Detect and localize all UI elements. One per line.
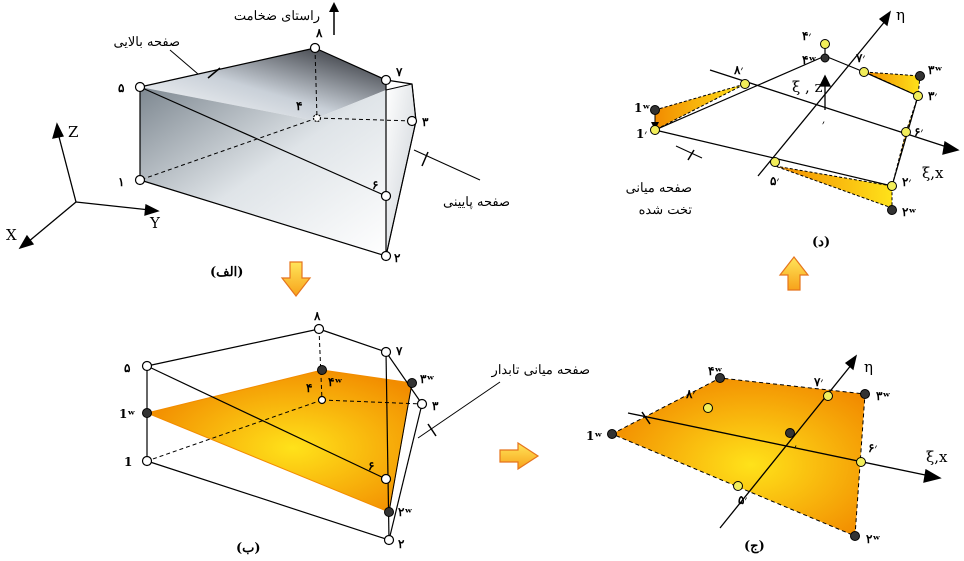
- axis-xi-z-label: ξ , z: [792, 78, 823, 96]
- node-label-4: ۴: [306, 381, 312, 395]
- node-label-7: ۷: [395, 344, 403, 358]
- caption-a: (الف): [210, 265, 243, 280]
- flat-mid-surface-label-2: تخت شده: [639, 203, 693, 218]
- node-label-center: ׳: [794, 441, 797, 455]
- node-label-7: ۷: [395, 65, 403, 79]
- node-label-8: ۸: [313, 309, 321, 323]
- node-label-center: ׳: [822, 117, 825, 131]
- node-label-2: ۲: [394, 251, 401, 265]
- caption-c: (ج): [744, 539, 765, 554]
- top-face-label: صفحه بالایی: [113, 35, 180, 50]
- wedge-2: [774, 165, 893, 209]
- node-label-6: ۶: [372, 178, 378, 192]
- node-label-2w: ۲ʷ: [902, 205, 916, 219]
- node-label-1w: 1ʷ: [586, 429, 602, 443]
- axis-x-label: X: [6, 226, 17, 244]
- panel-c: 1ʷ ۴ʷ ۸׳ ۷׳ ۳ʷ ۶׳ ۵׳ ۲ʷ ׳ ξ,x η (ج): [586, 354, 948, 554]
- warped-mid-surface-label: صفحه میانی تابدار: [491, 363, 590, 378]
- axis-eta-label: η: [896, 6, 905, 24]
- node-label-3w: ۳ʷ: [876, 389, 890, 403]
- transition-arrow-right: [499, 441, 540, 471]
- node-label-8: ۸: [315, 26, 323, 40]
- axis-eta-label: η: [864, 358, 873, 376]
- bottom-face-label: صفحه پایینی: [443, 195, 510, 210]
- node-label-7p: ۷׳: [855, 51, 865, 65]
- warped-mid-surface: [145, 369, 413, 513]
- side-face: [385, 83, 417, 257]
- node-label-1w: 1ʷ: [634, 101, 650, 115]
- node-label-5p: ۵׳: [738, 493, 747, 507]
- transition-arrow-down: [280, 261, 312, 297]
- thickness-arrow-icon: [329, 2, 339, 12]
- flat-mid-surface-label-1: صفحه میانی: [626, 181, 692, 196]
- node-label-1w: 1ʷ: [119, 407, 135, 421]
- node-label-6p: ۶׳: [914, 125, 923, 139]
- node-label-4: ۴: [296, 99, 302, 113]
- front-face: [140, 87, 386, 256]
- node-label-3: ۳: [422, 115, 429, 129]
- node-label-8p: ۸׳: [733, 63, 743, 77]
- node-label-1p: 1׳: [636, 127, 647, 141]
- node-label-1: ۱: [118, 175, 124, 189]
- node-label-2: ۲: [398, 537, 405, 551]
- node-label-3: ۳: [432, 399, 439, 413]
- axis-z-label: Z: [68, 123, 78, 141]
- top-face: [140, 48, 386, 120]
- axis-xi-x-label: ξ,x: [926, 448, 948, 466]
- node-label-6p: ۶׳: [868, 441, 877, 455]
- panel-d: 1׳ 1ʷ ۴׳ ۴ʷ ۸׳ ۷׳ ۳ʷ ۳׳ ۶׳ ۵׳ ۲׳ ۲ʷ ׳ ξ …: [626, 6, 960, 250]
- caption-b: (ب): [236, 541, 261, 556]
- axis-y-label: Y: [149, 214, 161, 232]
- node-label-8p: ۸׳: [685, 387, 695, 401]
- node-label-5: ۵: [124, 361, 131, 375]
- node-label-5: ۵: [118, 81, 125, 95]
- node-label-2p: ۲׳: [902, 175, 911, 189]
- wedge-1: [654, 83, 746, 131]
- node-label-3w: ۳ʷ: [420, 372, 434, 386]
- node-label-7p: ۷׳: [813, 375, 823, 389]
- node-label-2w: ۲ʷ: [866, 532, 880, 546]
- node-label-3p: ۳׳: [928, 89, 937, 103]
- node-label-3w: ۳ʷ: [928, 63, 942, 77]
- node-label-1: 1: [124, 455, 132, 469]
- axis-xi-x-label: ξ,x: [922, 164, 944, 182]
- thickness-direction-label: راستای ضخامت: [234, 9, 320, 24]
- node-label-2w: ۲ʷ: [398, 505, 412, 519]
- node-label-4p: ۴׳: [802, 29, 811, 43]
- caption-d: (د): [812, 235, 830, 250]
- global-axes: [18, 122, 160, 250]
- transition-arrow-up: [778, 256, 810, 291]
- node-label-6: ۶: [368, 459, 374, 473]
- projected-mid-surface: [610, 377, 866, 537]
- node-label-5p: ۵׳: [770, 174, 779, 188]
- panel-a: ۵ ۸ ۷ ۳ ۴ ۱ ۶ ۲ راستای ضخامت صفحه بالایی…: [6, 2, 510, 280]
- panel-b: ۵ ۸ ۷ ۳ʷ ۳ ۴ʷ ۴ 1ʷ 1 ۶ ۲ʷ ۲ صفحه میانی ت…: [119, 309, 590, 556]
- node-label-4w: ۴ʷ: [328, 375, 342, 389]
- node-label-4w: ۴ʷ: [708, 364, 722, 378]
- node-label-4w: ۴ʷ: [802, 53, 816, 67]
